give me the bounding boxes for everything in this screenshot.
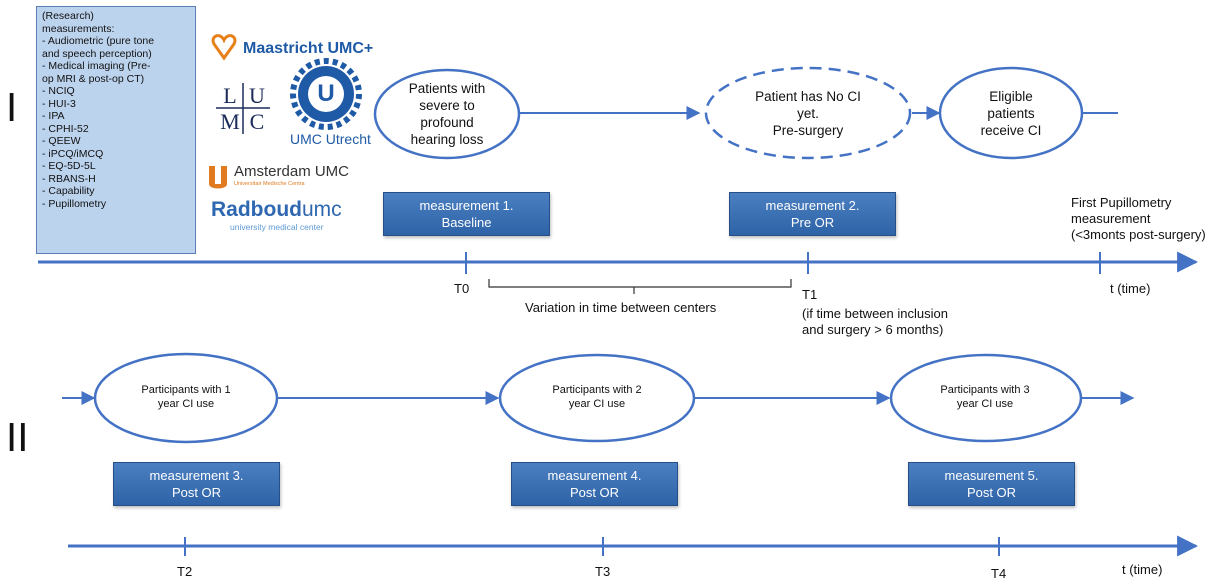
ellipse-text-line: Patients with — [408, 81, 486, 96]
ellipse-year-3 — [889, 353, 1083, 443]
ellipse-text-line: hearing loss — [410, 132, 484, 147]
measurement-title: measurement 4. — [547, 468, 642, 483]
ellipse-text-line: Pre-surgery — [772, 122, 844, 138]
info-line: - CPHI-52 — [42, 122, 89, 135]
ellipse-text-line: Participants with 2 — [552, 384, 642, 396]
variation-label: Variation in time between centers — [525, 300, 717, 315]
ellipse-year-2 — [498, 353, 696, 443]
measurement-3-box: measurement 3. Post OR — [113, 462, 280, 506]
utrecht-logo-text: UMC Utrecht — [290, 131, 371, 147]
ellipse-text-line: Participants with 3 — [940, 384, 1030, 396]
ellipse-receive-ci — [938, 66, 1084, 160]
info-line: - Medical imaging (Pre- — [42, 60, 151, 72]
lumc-letter: L — [223, 83, 237, 108]
info-line: - Audiometric (pure tone — [42, 35, 155, 47]
measurement-subtitle: Post OR — [569, 485, 620, 500]
info-line: - Pupillometry — [42, 197, 107, 210]
pupillometry-note: First Pupillometry measurement (<3monts … — [1071, 195, 1206, 243]
pupillometry-note-line: measurement — [1071, 211, 1151, 226]
info-line: (Research) — [42, 10, 94, 22]
measurement-title: measurement 3. — [149, 468, 244, 483]
phase-label-1: I — [6, 86, 18, 130]
pupillometry-note-line: First Pupillometry — [1071, 195, 1172, 210]
ellipse-text-line: receive CI — [980, 122, 1042, 138]
radboud-logo-main: Radboud — [211, 198, 302, 221]
ellipse-text-line: year CI use — [568, 398, 626, 410]
measurement-subtitle: Baseline — [441, 215, 492, 230]
ellipse-pre-surgery-text: Patient has No CI yet. Pre-surgery — [728, 86, 888, 140]
measurements-info-box: (Research) measurements: - Audiometric (… — [36, 6, 196, 254]
radboud-logo-umc: umc — [301, 198, 342, 221]
measurement-title: measurement 1. — [419, 198, 514, 213]
ellipse-hearing-loss — [373, 68, 521, 160]
maastricht-logo-text: Maastricht UMC+ — [243, 40, 374, 57]
tick-label-t1: T1 — [802, 287, 818, 302]
tick-label-t2: T2 — [177, 564, 193, 579]
info-line: measurements: — [42, 22, 115, 35]
measurement-5-box: measurement 5. Post OR — [908, 462, 1075, 506]
amsterdam-logo-icon — [209, 162, 227, 189]
ellipse-text-line: Patient has No CI — [755, 88, 861, 104]
ellipse-text-line: year CI use — [956, 398, 1014, 410]
info-line: and speech perception) — [42, 47, 152, 60]
info-line: - QEEW — [42, 135, 81, 147]
info-line: - iPCQ/iMCQ — [42, 147, 104, 160]
t1-note: (if time between inclusion and surgery >… — [802, 306, 948, 338]
measurement-title: measurement 5. — [944, 468, 1039, 483]
info-line: - RBANS-H — [42, 172, 96, 185]
ellipse-receive-ci-text: Eligible patients receive CI — [951, 86, 1071, 140]
ellipse-pre-surgery — [704, 66, 912, 160]
measurement-1-box: measurement 1. Baseline — [383, 192, 550, 236]
ellipse-text-line: patients — [987, 105, 1035, 121]
radboud-logo-text: Radboudumc — [211, 198, 342, 222]
tick-label-t3: T3 — [595, 564, 611, 579]
maastricht-logo-icon — [211, 34, 237, 61]
ellipse-text-line: Eligible — [989, 88, 1033, 104]
tick-label-t4: T4 — [991, 566, 1007, 581]
ellipse-year-3-text: Participants with 3 year CI use — [915, 381, 1055, 413]
variation-bracket — [488, 279, 792, 288]
ellipse-text-line: yet. — [797, 105, 819, 121]
t1-note-line: (if time between inclusion — [802, 306, 948, 321]
amsterdam-logo-subtext: Universitair Medische Centra — [234, 181, 305, 187]
utrecht-logo-mark: U — [317, 80, 335, 107]
measurement-title: measurement 2. — [765, 198, 860, 213]
radboud-logo-subtext: university medical center — [230, 222, 324, 232]
measurement-subtitle: Pre OR — [790, 215, 835, 230]
time-axis-label: t (time) — [1122, 562, 1163, 577]
lumc-letter: M — [220, 109, 240, 134]
info-line: - EQ-5D-5L — [42, 160, 96, 172]
measurement-4-box: measurement 4. Post OR — [511, 462, 678, 506]
ellipse-year-1-text: Participants with 1 year CI use — [116, 381, 256, 413]
time-axis-label: t (time) — [1110, 281, 1151, 296]
amsterdam-logo-text: Amsterdam UMC — [234, 163, 350, 180]
info-line: - Capability — [42, 185, 95, 197]
ellipse-text-line: profound — [420, 115, 474, 130]
t1-note-line: and surgery > 6 months) — [802, 322, 944, 337]
lumc-letter: C — [249, 109, 265, 134]
measurement-2-box: measurement 2. Pre OR — [729, 192, 896, 236]
ellipse-hearing-loss-text: Patients with severe to profound hearing… — [381, 80, 513, 148]
info-line: - HUI-3 — [42, 97, 76, 110]
measurement-subtitle: Post OR — [171, 485, 222, 500]
utrecht-logo-icon — [290, 58, 362, 130]
ellipse-text-line: severe to — [419, 98, 475, 113]
info-line: - IPA — [42, 110, 65, 122]
info-line: op MRI & post-op CT) — [42, 72, 145, 85]
lumc-letter: U — [249, 83, 265, 108]
measurement-subtitle: Post OR — [966, 485, 1017, 500]
ellipse-year-1 — [93, 352, 279, 444]
info-line: - NCIQ — [42, 85, 75, 97]
pupillometry-note-line: (<3monts post-surgery) — [1071, 227, 1206, 242]
ellipse-text-line: year CI use — [157, 398, 215, 410]
phase-label-2: II — [6, 416, 29, 460]
ellipse-text-line: Participants with 1 — [141, 384, 231, 396]
tick-label-t0: T0 — [454, 281, 470, 296]
ellipse-year-2-text: Participants with 2 year CI use — [527, 381, 667, 413]
